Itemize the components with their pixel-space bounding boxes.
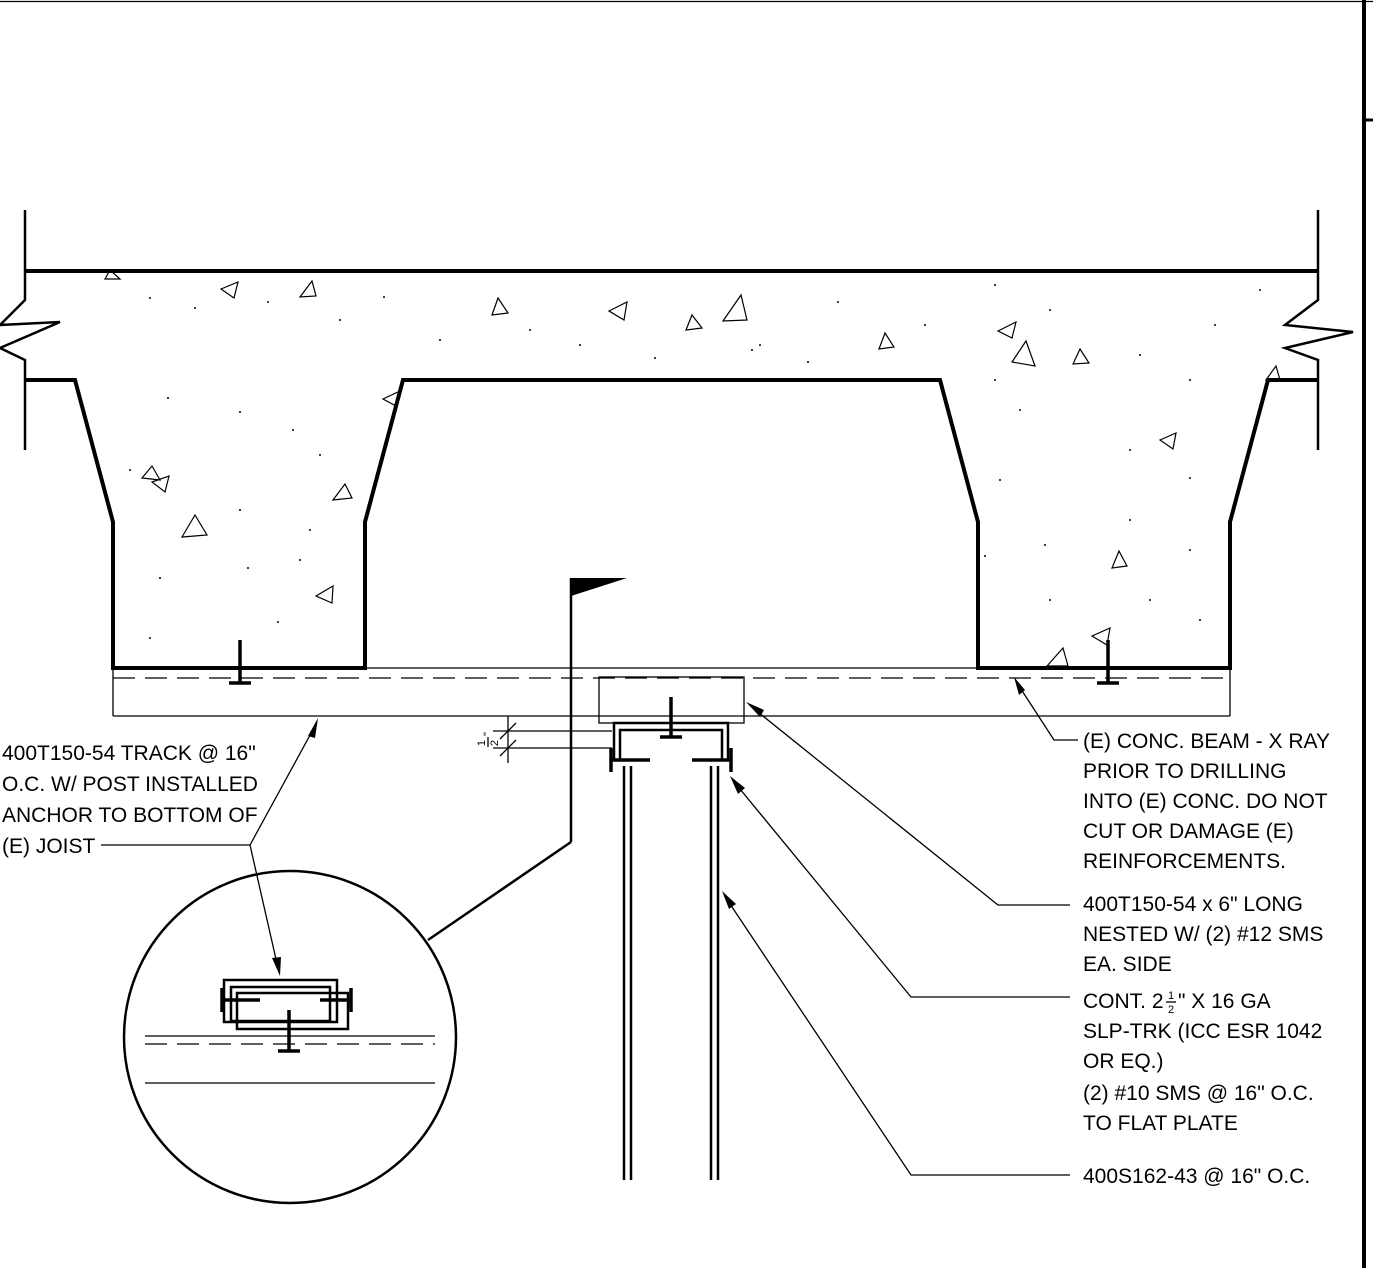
- label-track-line-3: ANCHOR TO BOTTOM OF: [2, 804, 258, 827]
- break-line-left: [0, 210, 61, 450]
- label-track-line-1: 400T150-54 TRACK @ 16": [2, 742, 256, 765]
- dimension-denominator: 2: [489, 740, 501, 746]
- concrete-slab: [25, 269, 1318, 670]
- label-beam-line-3: INTO (E) CONC. DO NOT: [1083, 790, 1328, 813]
- break-line-right: [1280, 210, 1354, 450]
- label-slp-line-2: SLP-TRK (ICC ESR 1042: [1083, 1020, 1322, 1043]
- label-nested: 400T150-54 x 6" LONG NESTED W/ (2) #12 S…: [1083, 893, 1323, 976]
- label-stud-line-1: 400S162-43 @ 16" O.C.: [1083, 1165, 1310, 1188]
- label-slp-line-1a: CONT. 2: [1083, 990, 1164, 1013]
- label-track-line-2: O.C. W/ POST INSTALLED: [2, 773, 258, 796]
- dimension-half-inch: [493, 716, 612, 763]
- label-beam-line-4: CUT OR DAMAGE (E): [1083, 820, 1294, 843]
- concrete-stipple: [129, 284, 1261, 639]
- label-slp-line-1b: " X 16 GA: [1178, 990, 1271, 1013]
- label-beam-line-5: REINFORCEMENTS.: [1083, 850, 1286, 873]
- leader-slp: [730, 776, 1070, 998]
- label-nested-line-3: EA. SIDE: [1083, 953, 1172, 976]
- sms-screw-left: [609, 748, 650, 772]
- label-nested-line-2: NESTED W/ (2) #12 SMS: [1083, 923, 1323, 946]
- label-nested-line-1: 400T150-54 x 6" LONG: [1083, 893, 1303, 916]
- label-slp-frac-den: 2: [1168, 1004, 1174, 1016]
- label-track: 400T150-54 TRACK @ 16" O.C. W/ POST INST…: [2, 742, 258, 858]
- leader-beam: [1014, 677, 1078, 741]
- label-slp: CONT. 2 1 2 " X 16 GA SLP-TRK (ICC ESR 1…: [1083, 990, 1322, 1135]
- post-installed-anchor-left: [229, 640, 251, 685]
- dimension-numerator: 1: [476, 740, 488, 746]
- dimension-unit: ": [482, 732, 494, 736]
- label-slp-line-4: (2) #10 SMS @ 16" O.C.: [1083, 1082, 1314, 1105]
- post-installed-anchor-right: [1097, 640, 1119, 685]
- label-track-line-4: (E) JOIST: [2, 835, 96, 858]
- enlarged-detail-circle: [122, 869, 458, 1205]
- leader-nested: [746, 702, 1070, 906]
- label-slp-line-3: OR EQ.): [1083, 1050, 1164, 1073]
- label-beam: (E) CONC. BEAM - X RAY PRIOR TO DRILLING…: [1083, 730, 1330, 873]
- slip-track: [612, 697, 730, 760]
- label-beam-line-1: (E) CONC. BEAM - X RAY: [1083, 730, 1330, 753]
- label-beam-line-2: PRIOR TO DRILLING: [1083, 760, 1286, 783]
- label-slp-line-5: TO FLAT PLATE: [1083, 1112, 1238, 1135]
- concrete-aggregate: [103, 269, 1281, 667]
- leader-stud: [722, 891, 1070, 1176]
- dimension-text: 1 2 ": [476, 732, 501, 747]
- sms-screw-right: [692, 748, 733, 772]
- label-slp-frac-num: 1: [1168, 990, 1174, 1002]
- label-stud: 400S162-43 @ 16" O.C.: [1083, 1165, 1310, 1188]
- metal-stud: [622, 766, 720, 1180]
- detail-flag: [427, 578, 627, 942]
- leader-track: [101, 718, 318, 976]
